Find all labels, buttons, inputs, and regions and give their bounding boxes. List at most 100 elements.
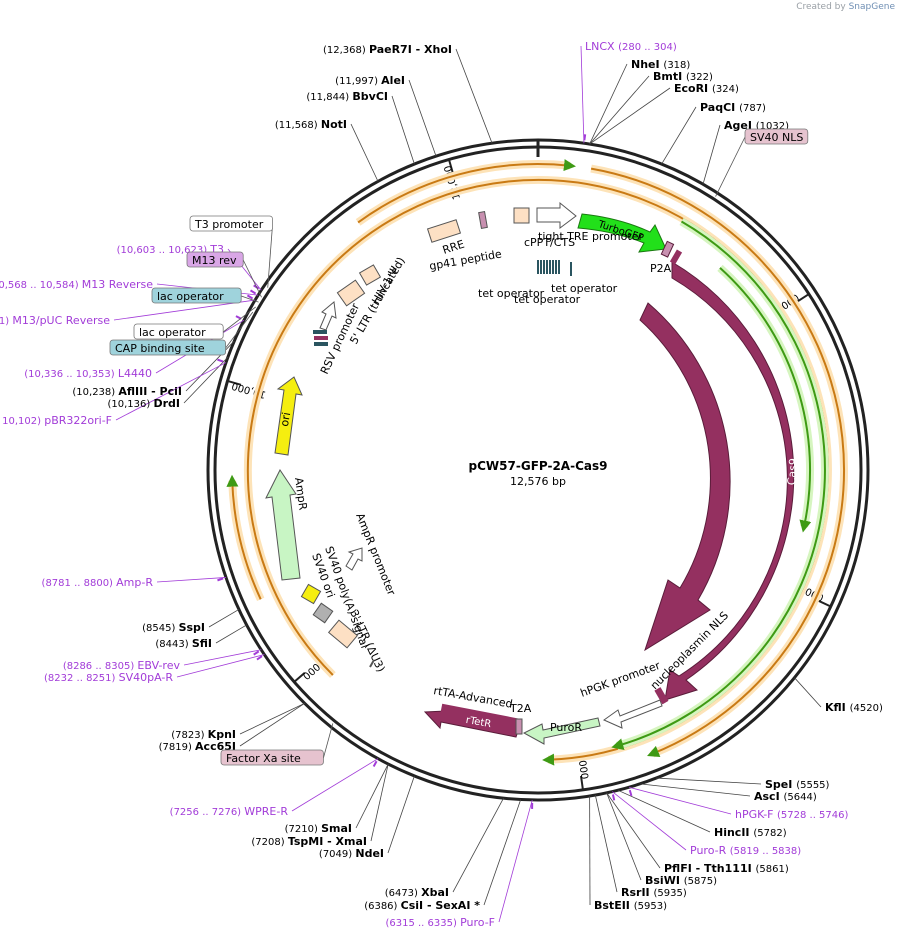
primer-left-label-6: (8286 .. 8305) EBV-rev <box>63 659 181 672</box>
site-right-name-11: RsrII <box>621 886 653 899</box>
tick-mark-1 <box>817 599 832 608</box>
site-right-pos-3: (787) <box>739 103 766 114</box>
tet-operator-label-1: tet operator <box>478 287 545 300</box>
plasmid-size: 12,576 bp <box>510 475 566 488</box>
primer-right-tick-0 <box>583 134 587 141</box>
primer-left-name-6: EBV-rev <box>137 659 180 672</box>
primer-left-name-4: pBR322ori-F <box>44 414 112 427</box>
primer-left-pos-5: (8781 .. 8800) <box>42 578 117 589</box>
site-left-label-2: (11,844) BbvCI <box>306 90 388 103</box>
site-right-name-6: SpeI <box>765 778 796 791</box>
site-left-name-2: BbvCI <box>352 90 388 103</box>
site-leaders <box>113 45 822 923</box>
primer-left-leader-8 <box>291 758 379 812</box>
tick-mark-4 <box>227 380 242 386</box>
site-right-leader-9 <box>606 792 661 869</box>
primer-left-name-8: WPRE-R <box>244 805 288 818</box>
site-left-name-14: CsiI - SexAI * <box>401 899 481 912</box>
site-right-label-7: AscI (5644) <box>754 790 817 803</box>
ori-label: ori <box>278 411 293 427</box>
site-right-name-3: PaqCI <box>700 101 739 114</box>
site-right-leader-7 <box>639 783 751 797</box>
ltr5-block <box>336 279 366 307</box>
tet-operator-label-3: tet operator <box>551 282 618 295</box>
primer-left-label-2: (10,549 .. 10,571) M13/pUC Reverse <box>0 314 110 327</box>
p2a-label: P2A <box>650 262 672 275</box>
ltr5-label: 5' LTR (truncated) <box>347 255 407 347</box>
cas9-inner-label: Cas9 <box>731 456 746 484</box>
site-left-label-7: (8443) SfiI <box>155 637 212 650</box>
site-left-label-0: (12,368) PaeR7I - XhoI <box>323 43 452 56</box>
site-left-leader-2 <box>391 95 415 165</box>
site-left-pos-9: (7819) <box>159 742 195 753</box>
primer-left-name-2: M13/pUC Reverse <box>12 314 110 327</box>
primer-left-name-7: SV40pA-R <box>119 671 174 684</box>
site-left-leader-9 <box>239 703 305 747</box>
site-left-leader-4 <box>185 340 235 392</box>
site-left-pos-12: (7049) <box>319 849 355 860</box>
primer-left-leader-4 <box>115 362 227 421</box>
site-left-label-1: (11,997) AleI <box>335 74 405 87</box>
plasmid-name: pCW57-GFP-2A-Cas9 <box>469 459 608 473</box>
primer-left-pos-2: (10,549 .. 10,571) <box>0 316 12 327</box>
site-right-name-2: EcoRI <box>674 82 712 95</box>
t2a-block <box>515 718 523 735</box>
primer-left-label-5: (8781 .. 8800) Amp-R <box>42 576 154 589</box>
site-right-pos-9: (5861) <box>756 864 789 875</box>
site-left-pos-5: (10,136) <box>107 399 153 410</box>
rtetr-body <box>439 703 519 735</box>
primer-left-pos-3: (10,336 .. 10,353) <box>24 369 118 380</box>
site-right-label-10: BsiWI (5875) <box>645 874 717 887</box>
boxed-label-box-2 <box>186 251 244 268</box>
primer-left-pos-1: (10,568 .. 10,584) <box>0 280 82 291</box>
primer-left-pos-8: (7256 .. 7276) <box>170 807 245 818</box>
primer-left-name-1: M13 Reverse <box>82 278 153 291</box>
primer-left-pos-7: (8232 .. 8251) <box>44 673 119 684</box>
site-right-label-0: NheI (318) <box>631 58 690 71</box>
primer-right-leader-1 <box>628 786 732 815</box>
site-right-label-9: PflFI - Tth111I (5861) <box>664 862 789 875</box>
primer-left-tick-8 <box>372 760 378 767</box>
site-right-label-8: HincII (5782) <box>714 826 787 839</box>
site-left-name-10: SmaI <box>321 822 352 835</box>
site-left-pos-13: (6473) <box>385 888 421 899</box>
primer-right-tick-1 <box>628 789 633 797</box>
site-left-pos-2: (11,844) <box>306 92 352 103</box>
site-right-pos-4: (1032) <box>756 121 789 132</box>
boxed-label-box-1 <box>189 215 273 232</box>
site-right-leader-11 <box>594 794 618 893</box>
hpgk-label: hPGK promoter <box>579 659 663 700</box>
site-right-label-11: RsrII (5935) <box>621 886 687 899</box>
site-right-name-12: BstEII <box>594 899 634 912</box>
tet-operator-label-2: tet operator <box>514 293 581 306</box>
site-left-name-7: SfiI <box>192 637 212 650</box>
t2a-label: T2A <box>509 702 532 715</box>
primer-left-pos-0: (10,603 .. 10,623) <box>117 245 211 256</box>
site-left-pos-11: (7208) <box>251 837 287 848</box>
primer-left-name-3: L4440 <box>118 367 152 380</box>
primer-left-tick-7 <box>256 655 263 661</box>
boxed-leader-1 <box>267 223 273 288</box>
turbogfp-arrow <box>577 213 667 253</box>
site-left-leader-6 <box>208 609 240 628</box>
site-right-leader-5 <box>794 677 822 708</box>
site-right-leader-0 <box>589 63 628 145</box>
site-left-pos-4: (10,238) <box>72 387 118 398</box>
site-right-name-1: BmtI <box>653 70 686 83</box>
primer-left-leader-5 <box>156 577 227 583</box>
site-right-label-3: PaqCI (787) <box>700 101 766 114</box>
site-right-leader-4 <box>702 124 721 185</box>
site-right-pos-8: (5782) <box>753 828 786 839</box>
site-left-pos-8: (7823) <box>171 730 207 741</box>
site-right-name-9: PflFI - Tth111I <box>664 862 756 875</box>
site-left-pos-3: (11,568) <box>275 120 321 131</box>
site-left-label-11: (7208) TspMI - XmaI <box>251 835 367 848</box>
tick-mark-3 <box>293 671 306 683</box>
site-right-name-10: BsiWI <box>645 874 684 887</box>
puror-label: PuroR <box>550 721 582 734</box>
primer-left-label-4: (10,083 .. 10,102) pBR322ori-F <box>0 414 112 427</box>
ltr3-mark <box>369 659 375 668</box>
boxed-label-text-0: SV40 NLS <box>750 131 803 144</box>
